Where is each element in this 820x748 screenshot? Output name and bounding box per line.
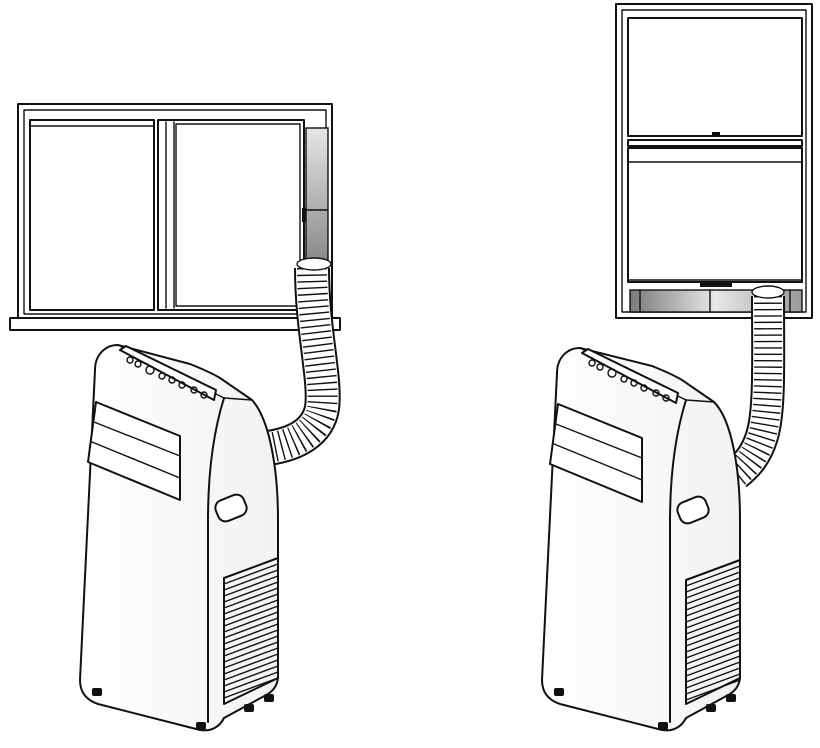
control-panel-right (581, 348, 679, 404)
sash-lock-icon (712, 132, 720, 137)
control-buttons (126, 356, 208, 399)
sash-handle-icon (700, 282, 732, 287)
casters-right (554, 688, 736, 730)
sliding-window (9, 103, 341, 331)
window-outer-frame (17, 103, 333, 321)
window-sill (9, 317, 341, 331)
portable-ac-unit-right (541, 347, 741, 732)
window-latch-icon (302, 208, 306, 222)
air-outlet-right (549, 403, 643, 503)
window-vent-slot (305, 127, 329, 261)
sash-outer-frame (615, 3, 813, 319)
casters (92, 688, 274, 730)
portable-ac-unit (79, 344, 279, 732)
exhaust-hose-right (725, 285, 786, 488)
exhaust-hose (264, 257, 341, 466)
carry-handle (214, 493, 248, 523)
control-buttons-right (588, 359, 670, 402)
hose-window-adapter (296, 257, 332, 271)
rear-grille (223, 557, 279, 705)
air-outlet (87, 401, 181, 501)
sliding-window-panel (9, 103, 341, 732)
carry-handle-right (676, 495, 710, 525)
rear-grille-right (685, 559, 741, 705)
sash-window (615, 3, 813, 319)
control-panel (119, 345, 217, 401)
hose-window-adapter-right (751, 285, 785, 299)
sash-window-panel (541, 3, 813, 732)
unit-body (79, 344, 279, 732)
